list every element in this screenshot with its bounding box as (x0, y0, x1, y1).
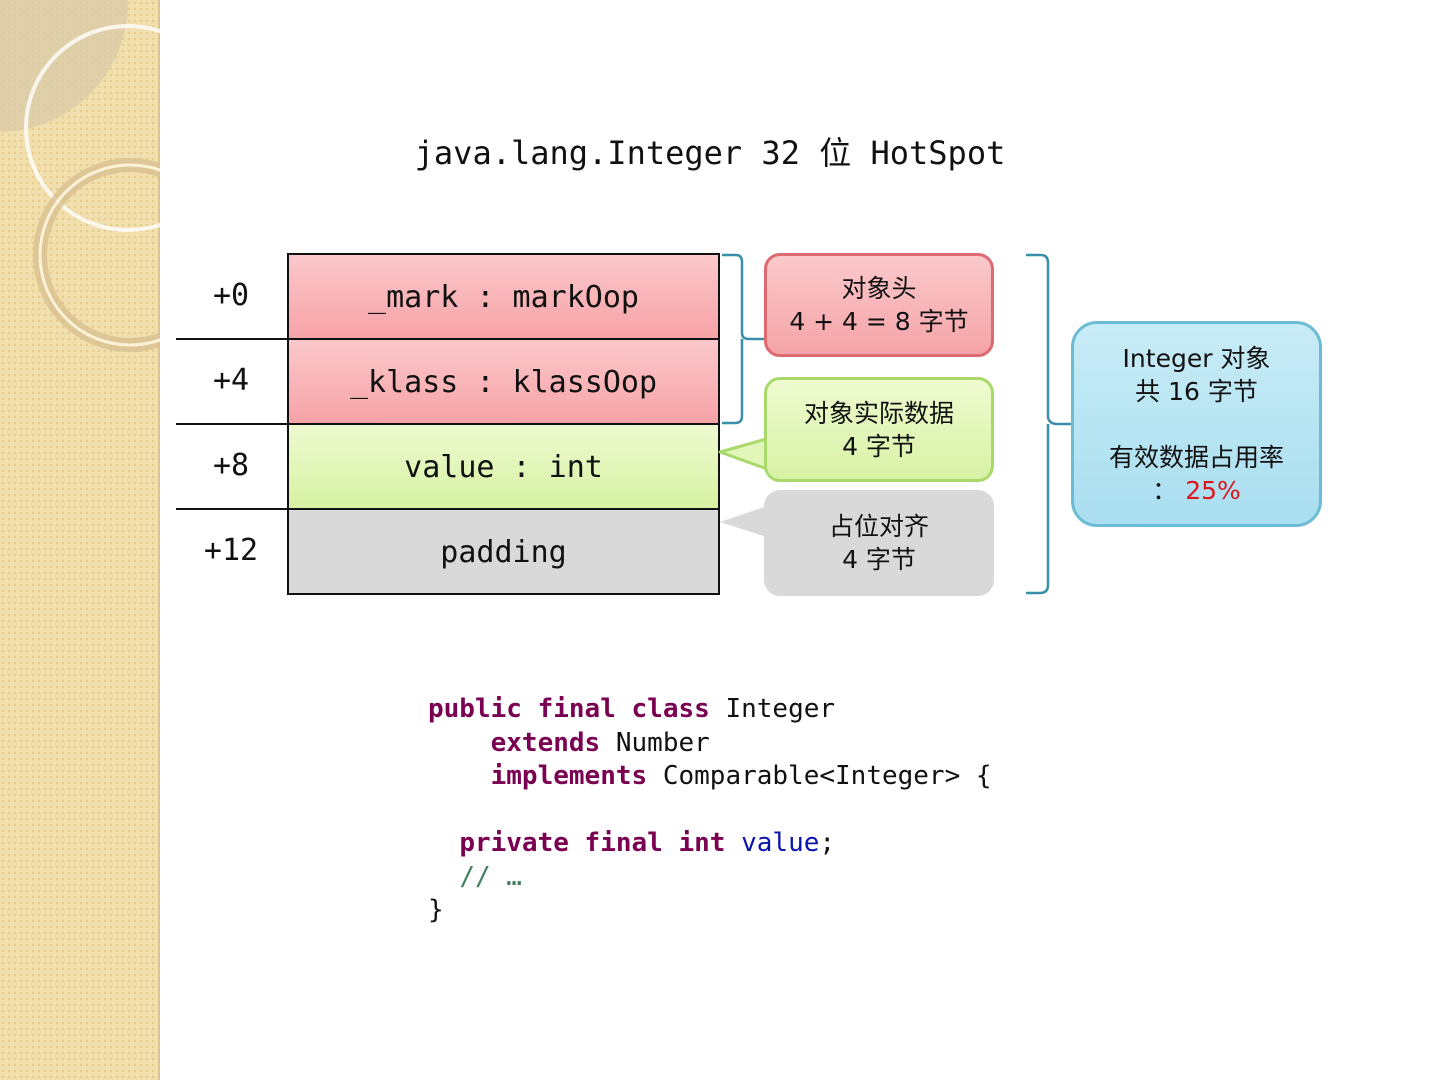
efficiency-percent: 25% (1185, 475, 1241, 505)
source-code-block: public final class Integer extends Numbe… (428, 693, 992, 928)
total-title: Integer 对象 (1122, 343, 1271, 373)
efficiency-prefix: ： (1152, 475, 1178, 505)
total-size-callout: Integer 对象 共 16 字节 有效数据占用率 ： 25% (1071, 321, 1322, 527)
callout-size: 4 字节 (842, 431, 916, 461)
offset-label-0: +0 (212, 278, 250, 313)
offset-label-4: +4 (212, 363, 250, 398)
efficiency-label: 有效数据占用率 (1108, 442, 1284, 472)
efficiency-value: ： 25% (1152, 474, 1241, 507)
total-bracket (1026, 253, 1071, 595)
field-cell-mark: _mark : markOop (287, 253, 720, 338)
callout-title: 对象实际数据 (803, 398, 954, 428)
callout-title: 对象头 (841, 274, 917, 303)
padding-callout: 占位对齐 4 字节 (764, 490, 994, 596)
row-separator (176, 508, 287, 510)
object-header-callout: 对象头 4 + 4 = 8 字节 (764, 253, 994, 357)
decorative-rings (0, 0, 160, 352)
total-size: 共 16 字节 (1135, 376, 1258, 406)
code-line-blank (428, 794, 992, 828)
row-separator (176, 423, 287, 425)
code-line: } (428, 895, 444, 925)
padding-callout-pointer (720, 505, 770, 538)
code-line: public final class Integer (428, 694, 836, 724)
data-callout-pointer (718, 436, 772, 472)
header-bracket (722, 253, 764, 425)
field-cell-padding: padding (287, 508, 720, 595)
code-line: extends Number (490, 727, 710, 758)
offset-label-12: +12 (203, 533, 259, 568)
instance-data-callout: 对象实际数据 4 字节 (764, 377, 994, 482)
diagram-title: java.lang.Integer 32 位 HotSpot (414, 134, 1006, 172)
code-line: implements Comparable<Integer> { (490, 761, 992, 791)
field-cell-value: value : int (287, 423, 720, 508)
callout-title: 占位对齐 (828, 512, 929, 541)
callout-size: 4 字节 (842, 545, 916, 574)
row-separator (176, 338, 287, 340)
field-cell-klass: _klass : klassOop (287, 338, 720, 423)
code-line: private final int value; (459, 828, 836, 858)
code-line: // … (459, 861, 522, 892)
offset-label-8: +8 (212, 448, 250, 483)
callout-size: 4 + 4 = 8 字节 (789, 307, 969, 336)
